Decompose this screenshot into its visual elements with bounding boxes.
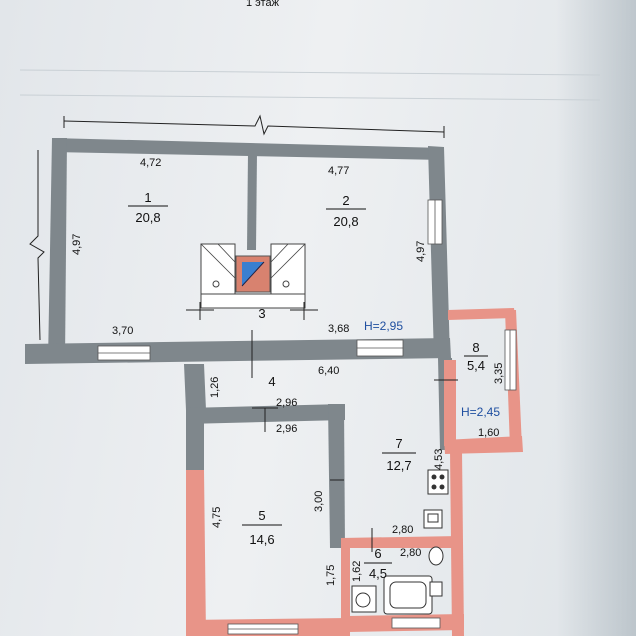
room-2-area: 20,8: [333, 214, 358, 229]
dim-r5-left: 4,75: [211, 507, 223, 528]
room-8-area: 5,4: [467, 358, 485, 373]
room-1-number: 1: [144, 190, 151, 205]
room-5-number: 5: [258, 508, 265, 523]
dimension-labels: 4,72 4,97 3,70 4,77 4,97 3,68 6,40 1,26 …: [71, 157, 505, 586]
dim-r1-bottom: 3,70: [112, 325, 133, 337]
bathroom-fixtures: [351, 546, 444, 615]
room-2-number: 2: [342, 193, 349, 208]
dim-r6-left: 1,62: [351, 561, 363, 582]
dim-r4-height: 1,26: [209, 377, 221, 398]
top-dimension-line: [63, 114, 445, 138]
room-7-area: 12,7: [386, 458, 411, 473]
room-6-area: 4,5: [369, 566, 387, 581]
room-3-number: 3: [258, 306, 265, 321]
extension-walls: [186, 308, 523, 636]
dim-r2-right: 4,97: [415, 241, 427, 262]
room-4-number: 4: [268, 374, 275, 389]
dim-r8-bottom: 1,60: [478, 427, 499, 439]
kitchen-stove: [427, 469, 449, 495]
dim-r6-out: 1,75: [325, 565, 337, 586]
dim-r2-top: 4,77: [328, 165, 349, 177]
door-marks: [186, 302, 458, 552]
room-labels: 1 20,8 2 20,8 3 4 5 14,6 6 4,5 7 12,7 8 …: [128, 190, 488, 581]
dim-r7-bottom: 2,80: [392, 524, 413, 536]
windows: [97, 199, 517, 635]
dim-r7-side: 4,53: [433, 449, 445, 470]
kitchen-sink: [423, 509, 443, 529]
dim-r8-side: 3,35: [493, 363, 505, 384]
dim-r2-bottom: 3,68: [328, 323, 349, 335]
stove: [200, 243, 306, 309]
dim-r1-left: 4,97: [71, 234, 83, 255]
dim-r5-right: 3,00: [313, 491, 325, 512]
room-5-area: 14,6: [249, 532, 274, 547]
dim-r4-width: 6,40: [318, 365, 339, 377]
page-edge-shadow: [556, 0, 636, 636]
dim-hall-b: 2,96: [276, 423, 297, 435]
room-7-number: 7: [395, 436, 402, 451]
annex-height-label: H=2,45: [461, 405, 500, 419]
main-height-label: H=2,95: [364, 319, 403, 333]
dim-r6-top: 2,80: [400, 547, 421, 559]
floor-title: 1 этаж: [246, 0, 280, 9]
left-dimension-line: [29, 150, 45, 341]
room-8-number: 8: [472, 340, 479, 355]
room-6-number: 6: [374, 546, 381, 561]
dim-hall-a: 2,96: [276, 397, 297, 409]
dim-r1-top: 4,72: [140, 157, 161, 169]
background-lines: [19, 69, 601, 101]
room-1-area: 20,8: [135, 210, 160, 225]
